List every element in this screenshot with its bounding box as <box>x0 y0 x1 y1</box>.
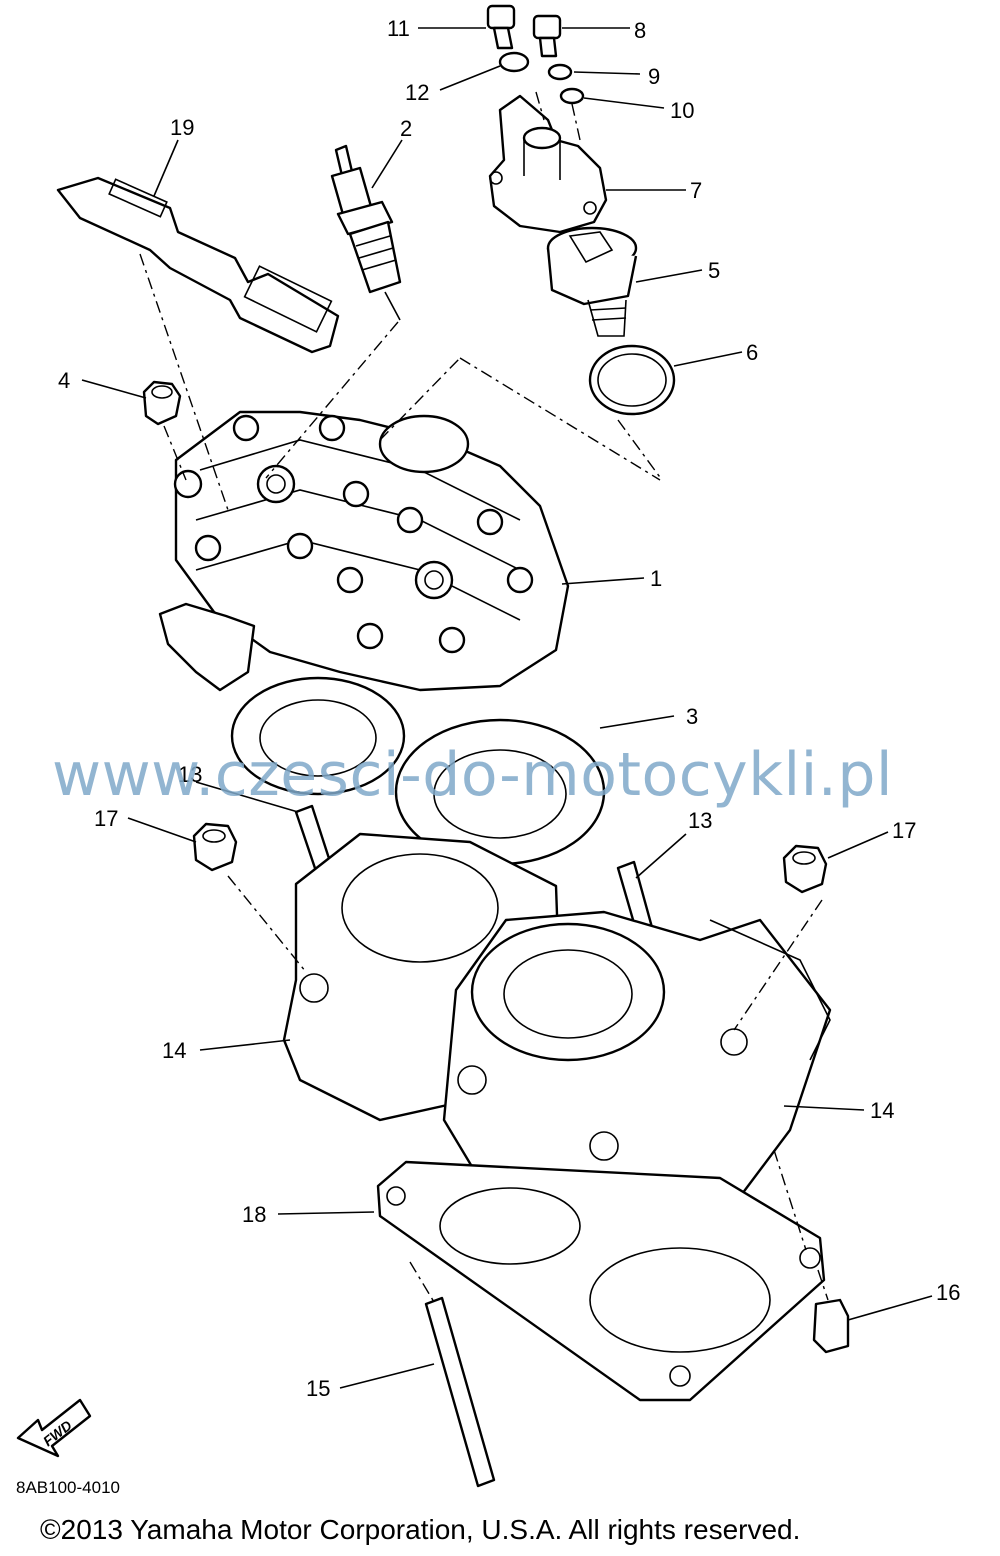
callout-2: 2 <box>400 116 412 141</box>
callout-9: 9 <box>648 64 660 89</box>
part-o-ring <box>588 344 676 416</box>
assembly-lines <box>139 91 829 1303</box>
callout-15: 15 <box>306 1376 330 1401</box>
part-base-gasket <box>376 1160 826 1402</box>
part-cylinder-head <box>158 410 570 692</box>
callout-12: 12 <box>405 80 429 105</box>
part-cylinder-front <box>442 910 832 1252</box>
callout-leaders <box>81 27 933 1389</box>
callout-13-left: 13 <box>178 762 202 787</box>
callout-numbers: 11 8 12 9 10 19 2 7 5 6 4 1 3 13 17 13 1… <box>58 16 960 1401</box>
callout-13-right: 13 <box>688 808 712 833</box>
part-washer-10 <box>559 87 585 105</box>
callout-4: 4 <box>58 368 70 393</box>
part-spark-plug <box>330 144 402 321</box>
callout-16: 16 <box>936 1280 960 1305</box>
part-nut-4 <box>142 380 182 426</box>
part-nut-17-right <box>782 844 828 894</box>
callout-1: 1 <box>650 566 662 591</box>
part-thermostat <box>546 226 638 337</box>
watermark-text: www.czesci-do-motocykli.pl <box>52 740 894 810</box>
part-bolt-8 <box>532 14 562 58</box>
part-stud-15 <box>424 1296 496 1488</box>
callout-10: 10 <box>670 98 694 123</box>
callout-19: 19 <box>170 115 194 140</box>
part-decal-plate <box>56 176 340 354</box>
callout-8: 8 <box>634 18 646 43</box>
part-head-gasket-rear <box>230 676 406 796</box>
callout-11: 11 <box>387 16 410 41</box>
callout-5: 5 <box>708 258 720 283</box>
callout-7: 7 <box>690 178 702 203</box>
part-nut-16 <box>812 1298 850 1354</box>
callout-6: 6 <box>746 340 758 365</box>
forward-arrow-icon: FWD <box>16 1398 92 1458</box>
part-washer-9 <box>547 63 573 81</box>
part-bolt-11 <box>486 4 516 50</box>
callout-17-left: 17 <box>94 806 118 831</box>
catalog-number: 8AB100-4010 <box>16 1478 120 1497</box>
part-washer-12 <box>498 51 530 73</box>
copyright-notice: ©2013 Yamaha Motor Corporation, U.S.A. A… <box>40 1514 801 1545</box>
callout-14-right: 14 <box>870 1098 894 1123</box>
part-nut-17-left <box>192 822 238 872</box>
part-thermostat-cover <box>488 94 608 234</box>
part-head-gasket-front <box>394 718 606 866</box>
callout-17-right: 17 <box>892 818 916 843</box>
callout-3: 3 <box>686 704 698 729</box>
callout-18: 18 <box>242 1202 266 1227</box>
callout-14-left: 14 <box>162 1038 186 1063</box>
